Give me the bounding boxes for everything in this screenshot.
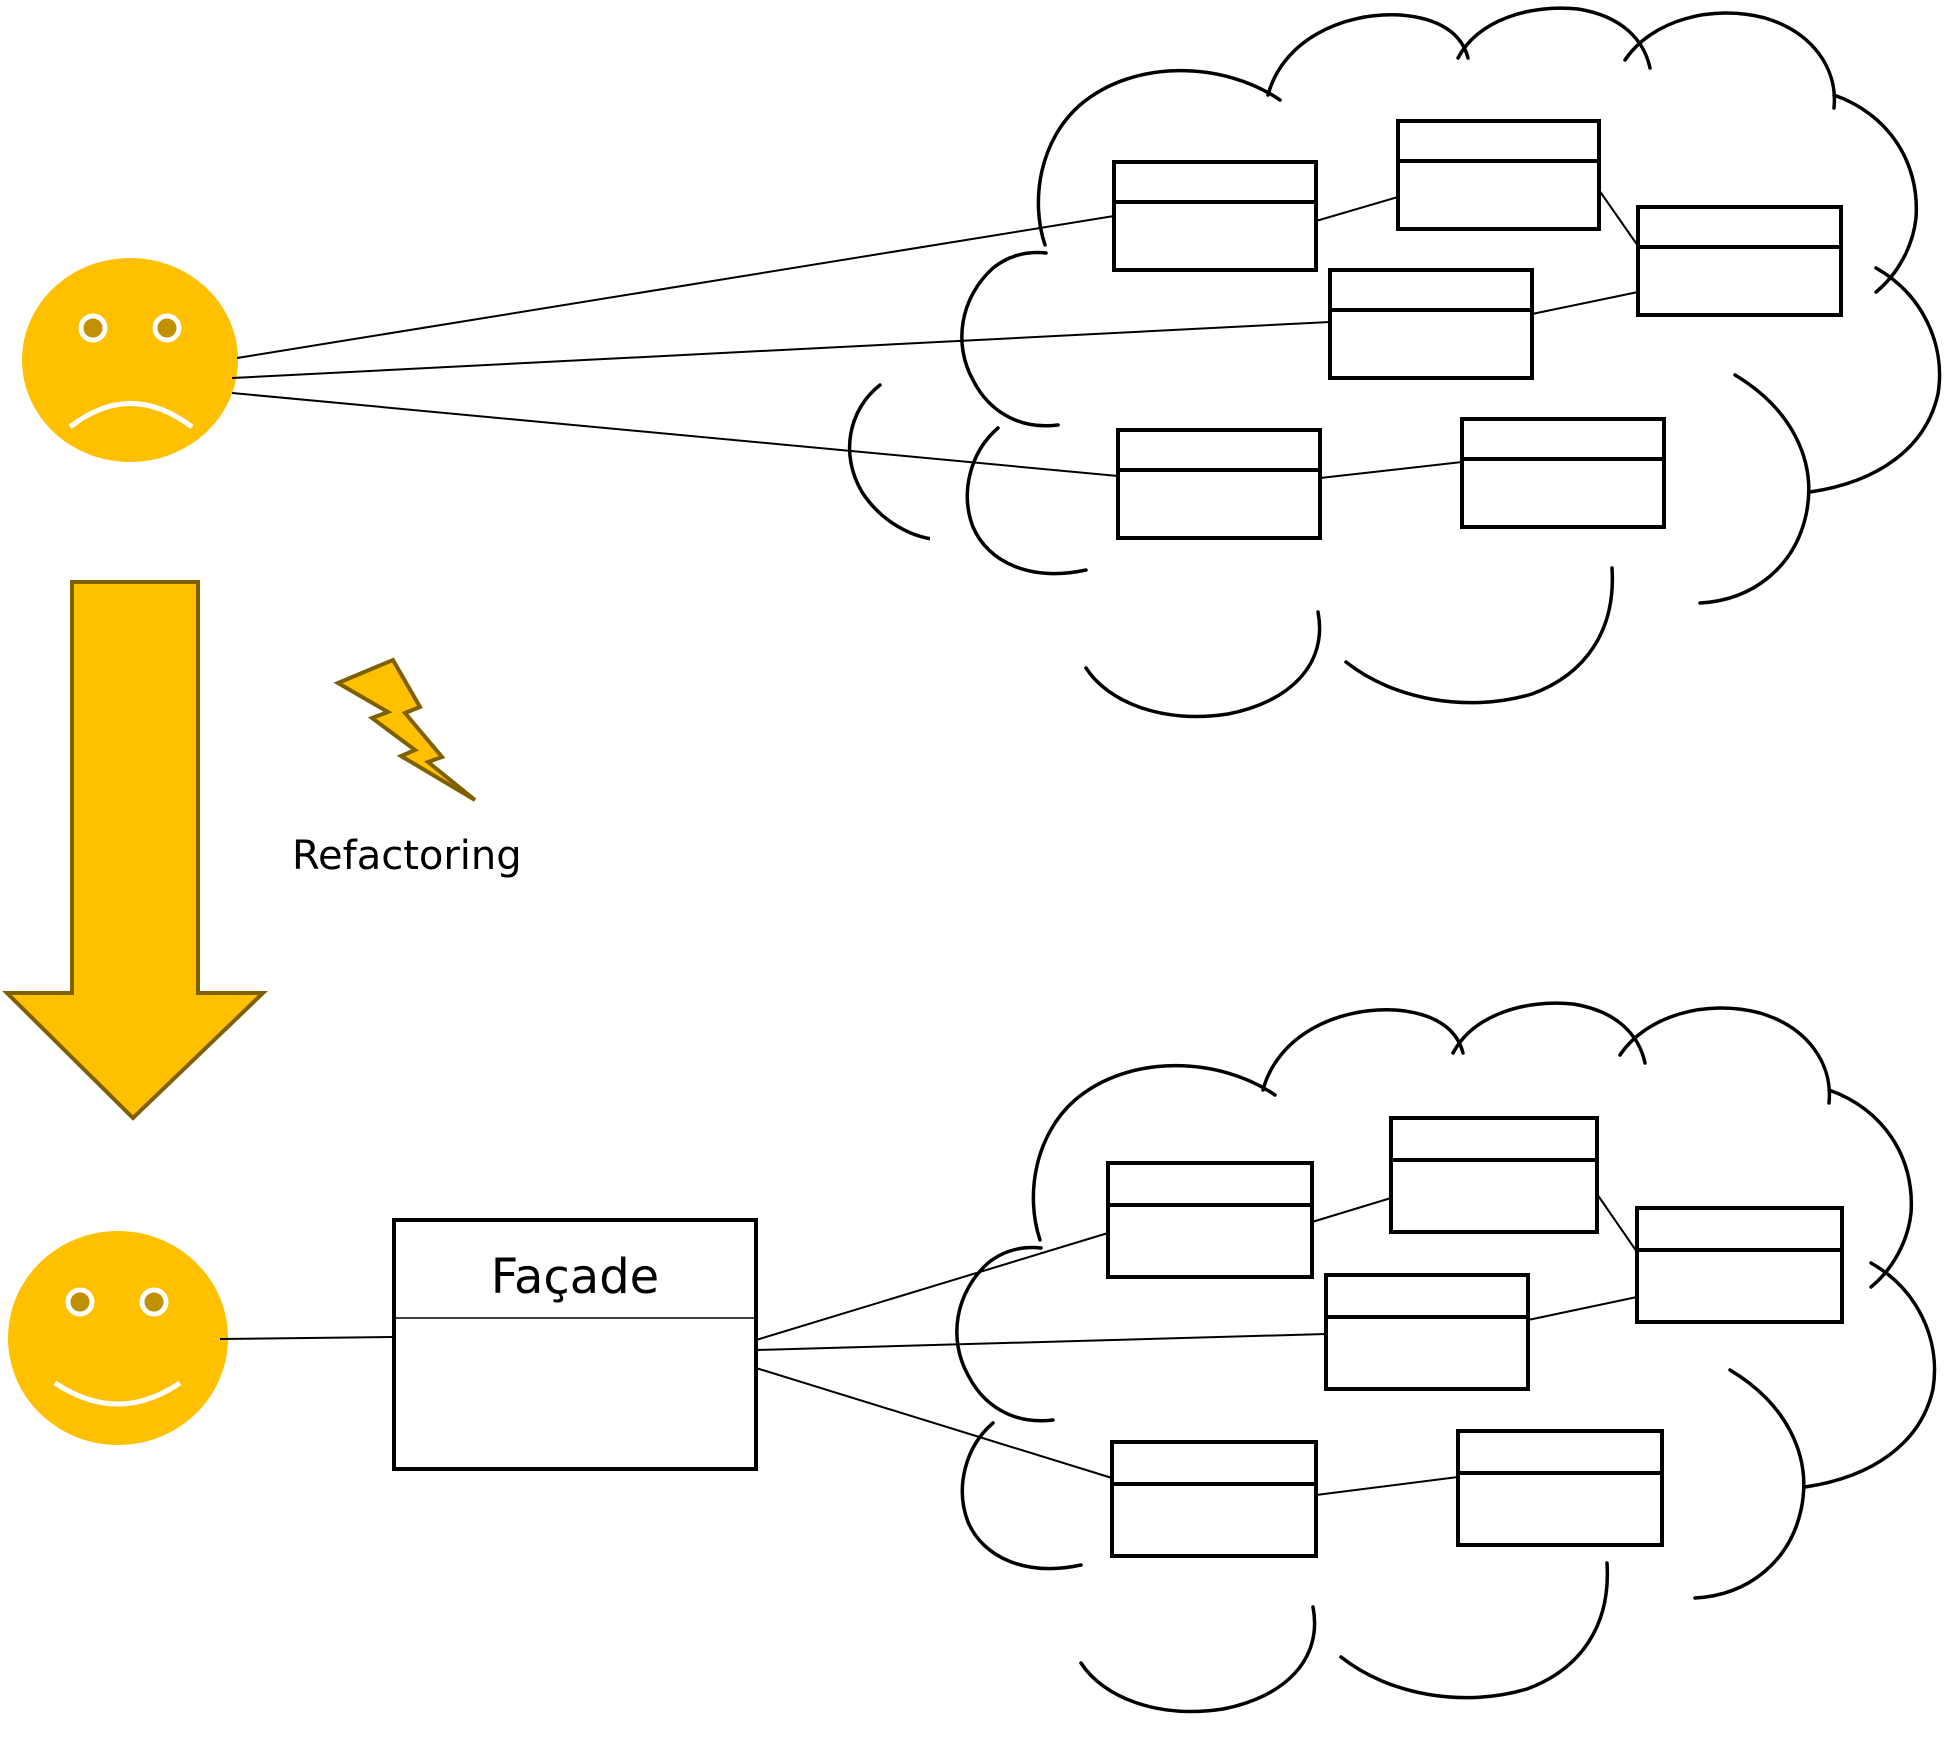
cloud-arc <box>960 1421 1083 1571</box>
cloud-arc <box>1261 1008 1465 1092</box>
happy-face-icon <box>8 1231 228 1445</box>
cloud-arc <box>1084 610 1322 719</box>
class-association-line <box>1315 1476 1459 1496</box>
cloud-arc <box>1803 1261 1937 1489</box>
top-subsystem-classes <box>1112 119 1843 540</box>
cloud-arc <box>1827 1088 1914 1289</box>
cloud-arc <box>1344 566 1615 705</box>
class-association-line <box>1315 196 1399 222</box>
class-box <box>1106 1161 1314 1279</box>
cloud-arc <box>1623 11 1837 110</box>
class-box <box>1389 1116 1599 1234</box>
class-box <box>1635 1206 1844 1324</box>
refactoring-label: Refactoring <box>292 833 522 879</box>
class-association-line <box>1319 461 1463 479</box>
cloud-arc <box>1451 1001 1647 1065</box>
cloud-arc <box>1079 1605 1317 1714</box>
class-association-line <box>1311 1197 1392 1223</box>
class-association-line <box>1596 1193 1638 1253</box>
cloud-arc <box>1698 373 1811 605</box>
class-box <box>1112 160 1318 272</box>
cloud-arc <box>1266 13 1470 97</box>
cloud-arc <box>955 1245 1055 1423</box>
class-box <box>1324 1273 1530 1391</box>
facade-class-box: Façade <box>392 1218 758 1471</box>
cloud-arc <box>1808 266 1942 494</box>
cloud-arc <box>1031 1063 1277 1242</box>
cloud-arc <box>965 426 1088 576</box>
class-association-line <box>1531 291 1639 315</box>
class-box <box>1116 428 1322 540</box>
bottom-subsystem-classes <box>1106 1116 1844 1558</box>
lightning-bolt-icon <box>333 657 477 802</box>
class-box <box>1328 268 1534 380</box>
top-direct-links <box>231 215 1331 477</box>
cloud-arc <box>1832 93 1919 294</box>
class-association-line <box>1527 1296 1638 1321</box>
bottom-facade-links <box>219 1232 1327 1479</box>
cloud-arc <box>960 250 1060 428</box>
class-box <box>1110 1440 1318 1558</box>
cloud-arc <box>1339 1561 1610 1700</box>
cloud-arc <box>1456 6 1652 70</box>
cloud-arc <box>1618 1006 1832 1105</box>
class-box <box>1396 119 1601 231</box>
cloud-arc <box>1036 68 1282 247</box>
class-association-line <box>1598 189 1639 247</box>
class-box <box>1636 205 1843 317</box>
down-arrow-icon <box>2 580 268 1121</box>
cloud-arc <box>1693 1368 1806 1600</box>
sad-face-icon <box>22 258 238 462</box>
class-box <box>1460 417 1666 529</box>
class-box <box>1456 1429 1664 1547</box>
facade-label: Façade <box>491 1249 659 1305</box>
